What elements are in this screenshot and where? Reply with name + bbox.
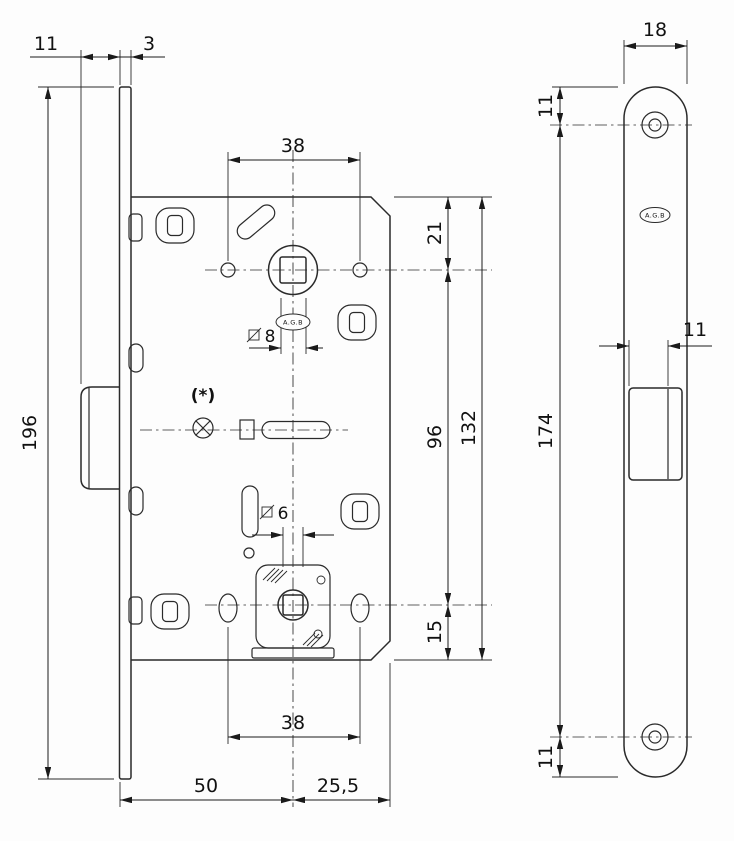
dim-holes-span: 174: [535, 413, 557, 449]
lock-case-outline: [131, 196, 391, 661]
stop-block: [239, 419, 255, 440]
punched-hole-bottom-left: [150, 593, 190, 630]
vertical-slot: [241, 485, 259, 538]
middle-mechanism: [192, 417, 331, 559]
rivet-bottom: [313, 629, 323, 639]
dim-latch-width: 11: [683, 319, 707, 341]
dim-case-height: 132: [458, 410, 480, 446]
small-pin-hole: [243, 547, 255, 559]
follower-assembly: [218, 564, 370, 659]
square-symbol-6: [259, 504, 275, 520]
extension-lines-left: [38, 50, 492, 807]
fixing-tab-2: [128, 343, 144, 373]
dimension-labels-left: 11 3 196 38 21 96 15 132 8 6 38 50 25,5: [19, 33, 480, 797]
brand-stamp-left-label: A.G.B: [283, 319, 303, 327]
screw-hole-bottom: [641, 723, 669, 751]
handle-screw-hole-left: [220, 262, 236, 278]
fixing-tab-4: [128, 596, 143, 625]
dimension-labels-right: 18 11 174 11 11: [535, 19, 707, 769]
square-symbol-8: [246, 327, 262, 343]
latch-bolt: [80, 386, 120, 490]
follower-square-hole: [282, 594, 304, 616]
dim-edge-to-spindle: 21: [424, 221, 446, 245]
screw-slot-left: [218, 593, 238, 623]
dim-spindle-to-follower: 96: [424, 425, 446, 449]
punched-hole-top-left: [155, 207, 195, 244]
note-marker: (*): [191, 386, 215, 406]
spring-hatch-bottom: [302, 632, 324, 648]
adjust-screw: [192, 417, 214, 439]
punched-hole-right-upper: [337, 304, 377, 341]
dimension-lines-right: [556, 42, 712, 777]
dim-plate-thickness: 3: [143, 33, 155, 55]
dim-case-behind: 25,5: [317, 775, 359, 797]
brand-stamp-right-label: A.G.B: [645, 212, 665, 220]
right-view-faceplate: A.G.B: [623, 86, 688, 778]
dim-spindle-square: 8: [265, 327, 276, 347]
dim-hole-to-bottom: 11: [535, 745, 557, 769]
rivet-top: [316, 575, 326, 585]
horizontal-slot: [261, 420, 331, 440]
screw-hole-top: [641, 111, 669, 139]
spring-hatch-top: [262, 567, 288, 584]
follower-ring: [277, 589, 309, 621]
dim-follower-to-edge: 15: [424, 620, 446, 644]
dim-plate-width: 18: [643, 19, 667, 41]
dim-follower-square: 6: [278, 504, 289, 524]
brand-stamp-left: A.G.B: [275, 313, 311, 331]
fixing-tab-1: [128, 213, 143, 242]
brand-stamp-right: A.G.B: [639, 207, 671, 223]
dimension-lines-left: [30, 53, 486, 804]
dim-bottom-holes-span: 38: [281, 712, 305, 734]
dim-top-holes-span: 38: [281, 135, 305, 157]
follower-base-bar: [251, 647, 335, 659]
punched-hole-right-lower: [340, 493, 380, 530]
dim-latch-projection: 11: [34, 33, 58, 55]
spindle-square-hole: [279, 256, 307, 284]
extension-lines-right: [550, 40, 692, 778]
faceplate-front: [623, 86, 688, 778]
dim-top-to-hole: 11: [535, 94, 557, 118]
fixing-tab-3: [128, 486, 144, 516]
screw-slot-right: [350, 593, 370, 623]
handle-screw-hole-right: [352, 262, 368, 278]
spindle-hub: [220, 244, 368, 296]
dim-total-height: 196: [19, 415, 41, 451]
slanted-slot: [236, 204, 276, 240]
dim-backset: 50: [194, 775, 218, 797]
latch-opening: [628, 387, 683, 481]
left-view-lock-body: A.G.B (*): [80, 86, 391, 780]
faceplate-side: [118, 86, 132, 780]
